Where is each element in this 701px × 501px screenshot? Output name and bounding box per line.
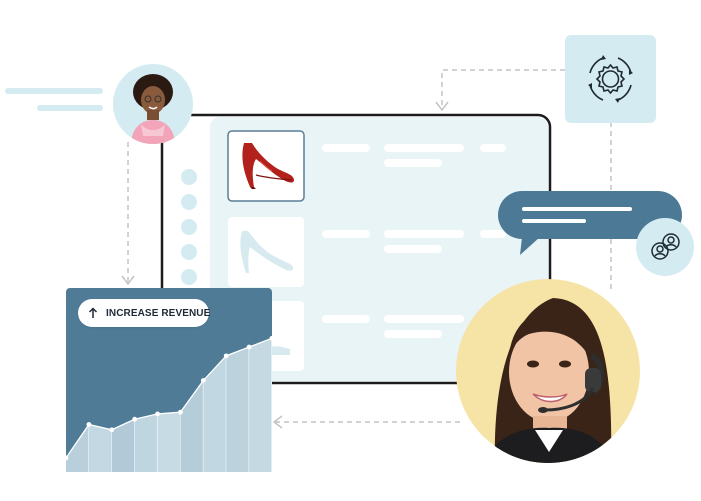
text-placeholder (384, 230, 464, 238)
series-line (66, 337, 272, 459)
users-button[interactable] (636, 218, 694, 276)
sidebar-dot[interactable] (181, 219, 197, 235)
support-agent-avatar (456, 279, 640, 463)
area-segment (134, 413, 158, 472)
data-point (269, 335, 272, 341)
arrow-head (272, 415, 283, 429)
data-point (66, 455, 69, 461)
area-segment (180, 380, 204, 472)
area-segment (111, 419, 135, 472)
text-placeholder (480, 230, 506, 238)
sidebar-dot[interactable] (181, 169, 197, 185)
red-heel-shoe (242, 143, 294, 189)
arrow-head (435, 101, 449, 112)
area-segment (66, 424, 89, 472)
area-segment (157, 412, 181, 472)
text-placeholder (322, 230, 370, 238)
product-card-red-heel[interactable] (227, 130, 305, 202)
chat-bubble (498, 191, 682, 255)
increase-revenue-badge[interactable]: INCREASE REVENUE (78, 299, 211, 327)
gear-cycle-icon (588, 55, 633, 103)
increase-revenue-label: INCREASE REVENUE (106, 307, 211, 319)
data-point (86, 422, 92, 427)
arrow-head (121, 275, 135, 286)
data-point (246, 344, 252, 350)
text-placeholder (384, 159, 442, 167)
settings-tile[interactable] (565, 35, 656, 123)
chat-line (522, 219, 586, 223)
text-placeholder (322, 315, 370, 323)
text-placeholder (384, 144, 464, 152)
data-point (223, 353, 229, 359)
data-point (178, 409, 183, 415)
sidebar-dot[interactable] (181, 244, 197, 260)
users-icon (651, 233, 680, 260)
heel-shoe-outline (240, 231, 294, 273)
text-placeholder (384, 315, 464, 323)
arrow-up-icon (88, 305, 98, 321)
dashed-connector (441, 69, 565, 108)
text-placeholder (384, 245, 442, 253)
customer-avatar (113, 64, 193, 144)
data-point (200, 378, 206, 383)
text-placeholder (322, 144, 370, 152)
sidebar-dot[interactable] (181, 269, 197, 285)
revenue-chart (66, 288, 272, 472)
area-segment (249, 338, 272, 472)
text-placeholder (480, 144, 506, 152)
area-segment (226, 347, 250, 472)
text-placeholder (384, 330, 442, 338)
area-segment (88, 424, 112, 472)
data-point (155, 411, 160, 417)
data-point (132, 416, 138, 422)
area-segment (203, 355, 227, 472)
data-point (109, 427, 115, 433)
product-card-heel-outline[interactable] (228, 217, 304, 287)
sidebar-dot[interactable] (181, 194, 197, 210)
chat-line (522, 207, 632, 211)
